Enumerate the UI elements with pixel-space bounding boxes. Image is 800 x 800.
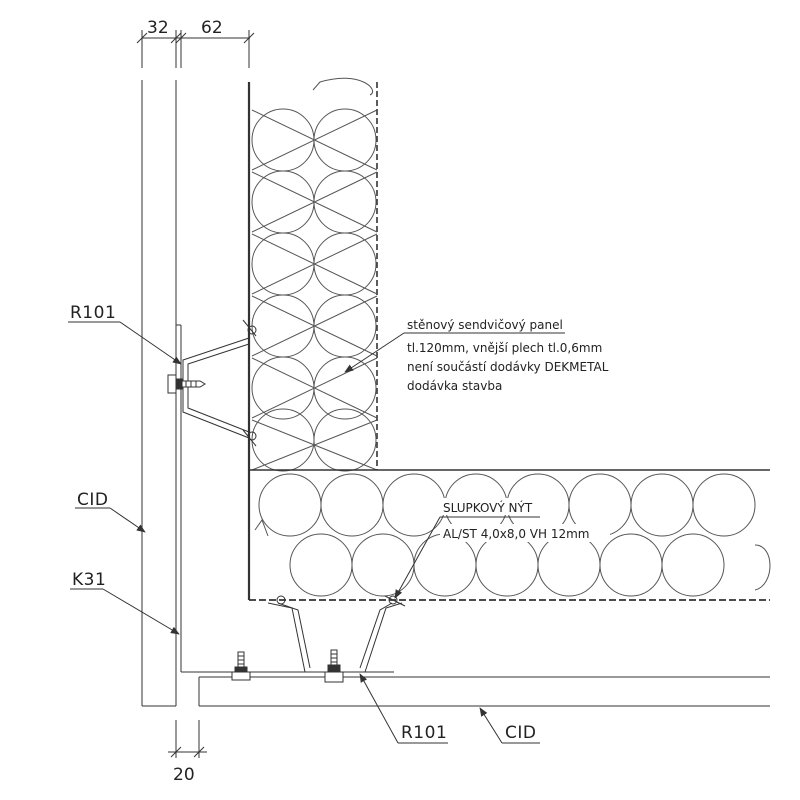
upper-rivets bbox=[242, 319, 257, 447]
leader-cid-bottom bbox=[479, 707, 540, 744]
bottom-cladding bbox=[198, 676, 770, 707]
vertical-panel-insulation bbox=[251, 77, 378, 472]
panel-note-line1: stěnový sendvičový panel bbox=[407, 318, 563, 332]
dimension-62: 62 bbox=[201, 18, 223, 38]
panel-note-line2: tl.120mm, vnější plech tl.0,6mm bbox=[407, 341, 602, 355]
vertical-panel bbox=[247, 82, 378, 600]
label-cid-bottom: CID bbox=[505, 723, 536, 743]
rivet-note-background bbox=[440, 498, 538, 515]
dimension-top bbox=[136, 30, 255, 68]
upper-bracket bbox=[182, 337, 250, 439]
upper-screw-icon bbox=[167, 374, 206, 394]
lower-rivets bbox=[276, 595, 406, 607]
leader-r101-upper bbox=[68, 321, 182, 365]
rivet-note-line2: AL/ST 4,0x8,0 VH 12mm bbox=[443, 527, 589, 541]
label-r101-lower: R101 bbox=[401, 723, 447, 743]
lower-screw-icon-left bbox=[231, 651, 251, 681]
leader-panel-note bbox=[344, 332, 565, 373]
dimension-20: 20 bbox=[173, 765, 195, 785]
k31-profile bbox=[176, 324, 394, 673]
horizontal-panel-insulation bbox=[254, 473, 771, 597]
dimension-bottom bbox=[168, 720, 207, 758]
rivet-note-line1: SLUPKOVÝ NÝT bbox=[443, 500, 533, 515]
leader-cid-left bbox=[75, 507, 146, 533]
leader-r101-lower bbox=[359, 673, 448, 744]
label-k31: K31 bbox=[72, 570, 106, 590]
lower-screw-icon-right bbox=[324, 649, 344, 683]
rivet-note-background-2 bbox=[440, 524, 610, 542]
label-r101-upper: R101 bbox=[70, 303, 116, 323]
panel-note-line3: není součástí dodávky DEKMETAL bbox=[407, 360, 609, 374]
lower-bracket bbox=[267, 602, 403, 673]
panel-note-line4: dodávka stavba bbox=[407, 379, 502, 393]
label-cid-left: CID bbox=[77, 490, 108, 510]
horizontal-panel bbox=[249, 469, 770, 601]
leader-rivet-note bbox=[394, 516, 540, 599]
leader-k31 bbox=[70, 588, 180, 635]
dimension-32: 32 bbox=[147, 18, 169, 38]
